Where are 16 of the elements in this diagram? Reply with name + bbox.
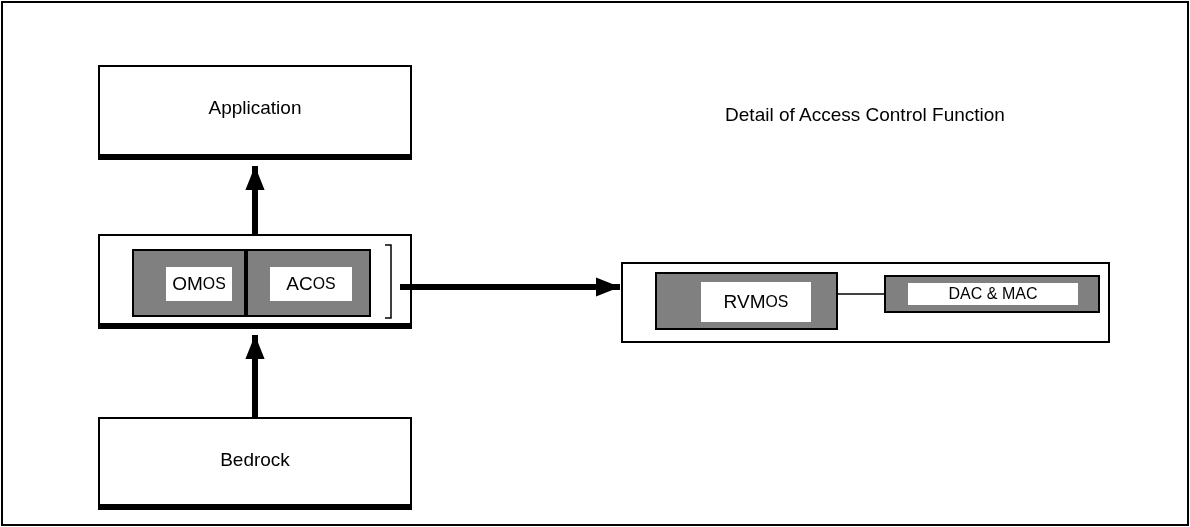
node-label: Application [207,97,303,119]
heading: Detail of Access Control Function [724,105,1006,125]
arrow [245,166,265,234]
arrow [245,335,265,417]
module-box [884,275,1100,313]
module-box [655,272,838,330]
node-label: DAC & MAC [908,283,1078,305]
empty-box [98,234,412,329]
layer-box [98,65,412,160]
arrow [400,277,620,297]
empty-box [621,262,1110,343]
node-label: Bedrock [219,449,291,471]
module-box [132,249,246,317]
module-box [246,249,371,317]
layer-box [98,417,412,510]
connector-line [837,293,885,295]
